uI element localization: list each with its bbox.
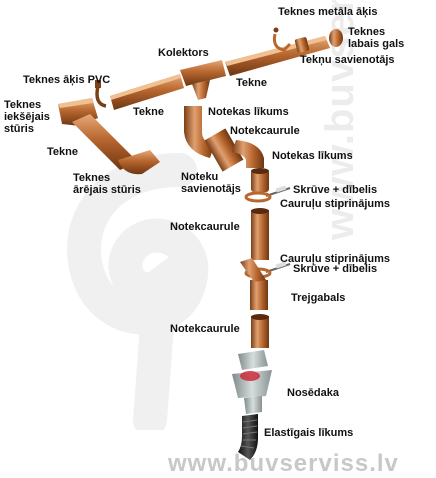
label-outer-corner-1: Teknes	[73, 172, 111, 184]
sediment-trap	[232, 350, 272, 414]
label-collector: Kolektors	[158, 47, 209, 59]
elbow-2	[232, 140, 264, 168]
label-gutter-metal-hook: Teknes metāla āķis	[278, 6, 378, 18]
label-right-end-cap-1: Teknes	[348, 26, 386, 38]
gutter-joiner	[294, 37, 310, 53]
label-bracket-1: Cauruļu stiprinājums	[280, 198, 391, 210]
label-pipe-joiner-1: Noteku	[181, 171, 219, 183]
watermark-url: www.buvserviss.lv	[168, 450, 399, 477]
downpipe-short	[204, 128, 244, 172]
label-screw-1: Skrūve + dībelis	[293, 184, 378, 196]
label-tee: Trejgabals	[291, 292, 346, 304]
label-inner-corner-3: stūris	[4, 123, 34, 135]
gutter-diagonal	[72, 114, 138, 170]
label-downpipe-2: Notekcaurule	[170, 221, 240, 233]
label-bracket-2: Cauruļu stiprinājums	[280, 253, 391, 265]
label-screw-2: Skrūve + dībelis	[293, 263, 378, 275]
downpipe-bottom	[251, 314, 269, 348]
gutter-left	[110, 74, 184, 110]
gutter-end-cap-right	[329, 29, 343, 47]
label-inner-corner-2: iekšējais	[4, 111, 50, 123]
label-gutter-a: Tekne	[236, 77, 267, 89]
label-gutter-c: Tekne	[47, 146, 78, 158]
downpipe-long	[251, 208, 269, 260]
label-downpipe-3: Notekcaurule	[170, 323, 240, 335]
label-pvc-hook: Teknes āķis PVC	[23, 74, 111, 86]
label-elbow-1: Notekas līkums	[208, 106, 289, 118]
label-gutter-b: Tekne	[133, 106, 164, 118]
metal-hook	[272, 27, 292, 52]
outlet-collector	[180, 60, 226, 100]
label-downpipe-1: Notekcaurule	[230, 125, 300, 137]
flexible-elbow	[238, 414, 258, 460]
label-pipe-joiner-2: savienotājs	[181, 183, 241, 195]
label-flexible-elbow: Elastīgais līkums	[264, 427, 354, 439]
bracket-1	[244, 191, 272, 203]
pvc-hook	[95, 80, 107, 108]
pipe-joiner	[251, 168, 269, 192]
watermark-swirl	[67, 153, 209, 430]
outer-corner	[118, 150, 160, 175]
label-outer-corner-2: ārējais stūris	[73, 184, 141, 196]
elbow-1	[184, 106, 214, 158]
label-gutter-joiner: Tekņu savienotājs	[300, 54, 395, 66]
label-inner-corner-1: Teknes	[4, 99, 42, 111]
label-sediment-trap: Nosēdaka	[287, 387, 339, 399]
label-right-end-cap-2: labais gals	[348, 38, 405, 50]
label-elbow-2: Notekas līkums	[272, 150, 353, 162]
tee-branch	[240, 258, 268, 310]
